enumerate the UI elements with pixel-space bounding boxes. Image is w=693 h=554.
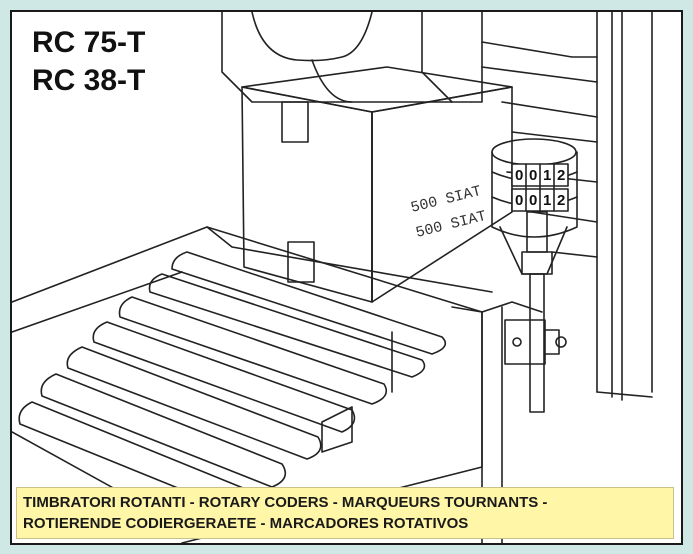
- model-title-line-1: RC 75-T: [32, 26, 146, 59]
- coder-digit-5: 0: [515, 192, 523, 209]
- upper-belt: [221, 12, 598, 258]
- coder-digit-6: 0: [529, 192, 537, 209]
- product-caption: TIMBRATORI ROTANTI - ROTARY CODERS - MAR…: [16, 487, 674, 539]
- coder-digit-4: 2: [557, 167, 565, 184]
- illustration-frame: 500 SIAT 500 SIAT: [10, 10, 683, 545]
- coder-digit-3: 1: [543, 167, 551, 184]
- model-title-line-2: RC 38-T: [32, 64, 146, 97]
- box-print: 500 SIAT 500 SIAT: [409, 183, 488, 242]
- coder-digit-2: 0: [529, 167, 537, 184]
- coder-digit-1: 0: [515, 167, 523, 184]
- coder-digits: 0 0 1 2 0 0 1 2: [515, 167, 565, 209]
- caption-line-2: ROTIERENDE CODIERGERAETE - MARCADORES RO…: [23, 515, 469, 532]
- coder-digit-8: 2: [557, 192, 565, 209]
- caption-line-1: TIMBRATORI ROTANTI - ROTARY CODERS - MAR…: [23, 494, 548, 511]
- machine-column: [596, 12, 653, 401]
- machine-illustration: 500 SIAT 500 SIAT: [12, 12, 653, 543]
- rotary-coder: [491, 138, 578, 413]
- cardboard-box: [241, 66, 513, 303]
- coder-digit-7: 1: [543, 192, 551, 209]
- model-title: RC 75-T RC 38-T: [32, 24, 145, 100]
